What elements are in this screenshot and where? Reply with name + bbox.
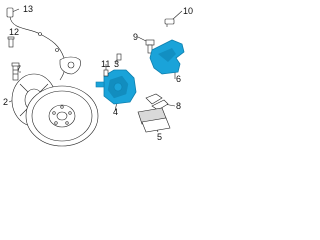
bleeder-screws — [103, 53, 122, 77]
callout-11: 11 — [101, 59, 110, 69]
caliper-bracket-highlighted — [149, 39, 185, 75]
abs-sensor-harness — [6, 7, 66, 81]
callout-5: 5 — [157, 132, 162, 142]
callout-2: 2 — [3, 97, 8, 107]
callout-12: 12 — [9, 27, 19, 37]
callout-9: 9 — [133, 32, 138, 42]
caliper-bolt — [145, 39, 155, 54]
brake-assembly-diagram: 13 12 7 2 1 11 3 4 10 9 6 8 5 — [3, 4, 193, 147]
bolt-part — [11, 62, 20, 81]
callout-8: 8 — [176, 101, 181, 111]
brake-rotor — [25, 85, 99, 147]
clip-part — [164, 18, 175, 27]
callout-4: 4 — [113, 107, 118, 117]
callout-7: 7 — [16, 64, 21, 74]
bracket-part — [7, 36, 15, 48]
brake-pads — [137, 107, 171, 133]
callout-10: 10 — [183, 6, 193, 16]
callout-13: 13 — [23, 4, 33, 14]
sensor-hub-part — [59, 56, 81, 75]
callout-3: 3 — [114, 59, 119, 69]
brake-caliper-highlighted — [95, 69, 137, 105]
callout-6: 6 — [176, 74, 181, 84]
anti-rattle-clips — [145, 93, 169, 111]
